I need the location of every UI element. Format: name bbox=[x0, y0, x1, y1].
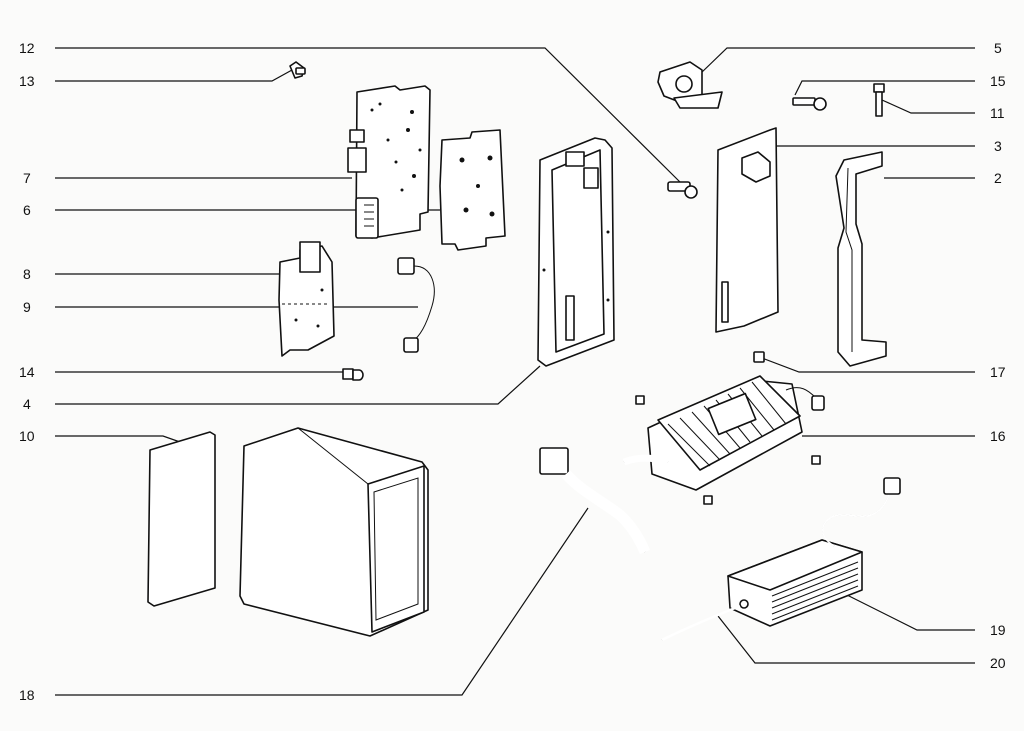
leader-lines bbox=[55, 47, 975, 696]
leader-10 bbox=[55, 435, 181, 443]
callout-9: 9 bbox=[23, 299, 31, 315]
callout-15: 15 bbox=[990, 73, 1006, 89]
leader-11 bbox=[881, 99, 975, 114]
cable-18 bbox=[539, 447, 651, 555]
callout-5: 5 bbox=[994, 40, 1002, 56]
callout-7: 7 bbox=[23, 170, 31, 186]
leader-4 bbox=[55, 365, 541, 405]
handle-2 bbox=[835, 151, 887, 367]
thermal-pad-6 bbox=[439, 129, 506, 251]
heatsink-module-16 bbox=[622, 375, 825, 505]
callout-18: 18 bbox=[19, 687, 35, 703]
callout-12: 12 bbox=[19, 40, 35, 56]
callout-labels: 12 13 7 6 8 9 14 4 10 18 5 15 11 3 2 17 … bbox=[19, 40, 1006, 703]
leader-5 bbox=[699, 47, 975, 75]
leader-12 bbox=[55, 47, 686, 188]
leader-20 bbox=[717, 615, 975, 664]
screw-14 bbox=[342, 368, 364, 381]
callout-3: 3 bbox=[994, 138, 1002, 154]
circuit-board-7 bbox=[347, 85, 431, 239]
leader-19 bbox=[842, 592, 975, 631]
leader-17 bbox=[761, 357, 975, 373]
small-board-8 bbox=[278, 241, 335, 357]
callout-11: 11 bbox=[990, 105, 1005, 121]
callout-8: 8 bbox=[23, 266, 31, 282]
bolt-12 bbox=[667, 181, 698, 199]
callout-14: 14 bbox=[19, 364, 35, 380]
gasket-plate-10 bbox=[147, 431, 216, 607]
callout-6: 6 bbox=[23, 202, 31, 218]
connector-socket-5 bbox=[657, 61, 723, 109]
bolt-11 bbox=[873, 83, 885, 117]
housing-frame-4 bbox=[537, 137, 615, 367]
screw-13 bbox=[289, 61, 306, 79]
leader-15 bbox=[794, 80, 975, 96]
leader-18 bbox=[55, 507, 589, 696]
screw-15 bbox=[792, 97, 827, 111]
power-adapter-19 bbox=[661, 477, 901, 642]
leader-13 bbox=[55, 69, 293, 82]
enclosure-box-1 bbox=[239, 427, 429, 637]
cover-panel-3 bbox=[715, 127, 779, 333]
callout-17: 17 bbox=[990, 364, 1006, 380]
callout-2: 2 bbox=[994, 170, 1002, 186]
callout-19: 19 bbox=[990, 622, 1006, 638]
clip-17 bbox=[753, 351, 765, 363]
wire-harness-9 bbox=[397, 257, 435, 353]
callout-4: 4 bbox=[23, 396, 31, 412]
callout-13: 13 bbox=[19, 73, 35, 89]
callout-20: 20 bbox=[990, 655, 1006, 671]
callout-16: 16 bbox=[990, 428, 1006, 444]
callout-10: 10 bbox=[19, 428, 35, 444]
